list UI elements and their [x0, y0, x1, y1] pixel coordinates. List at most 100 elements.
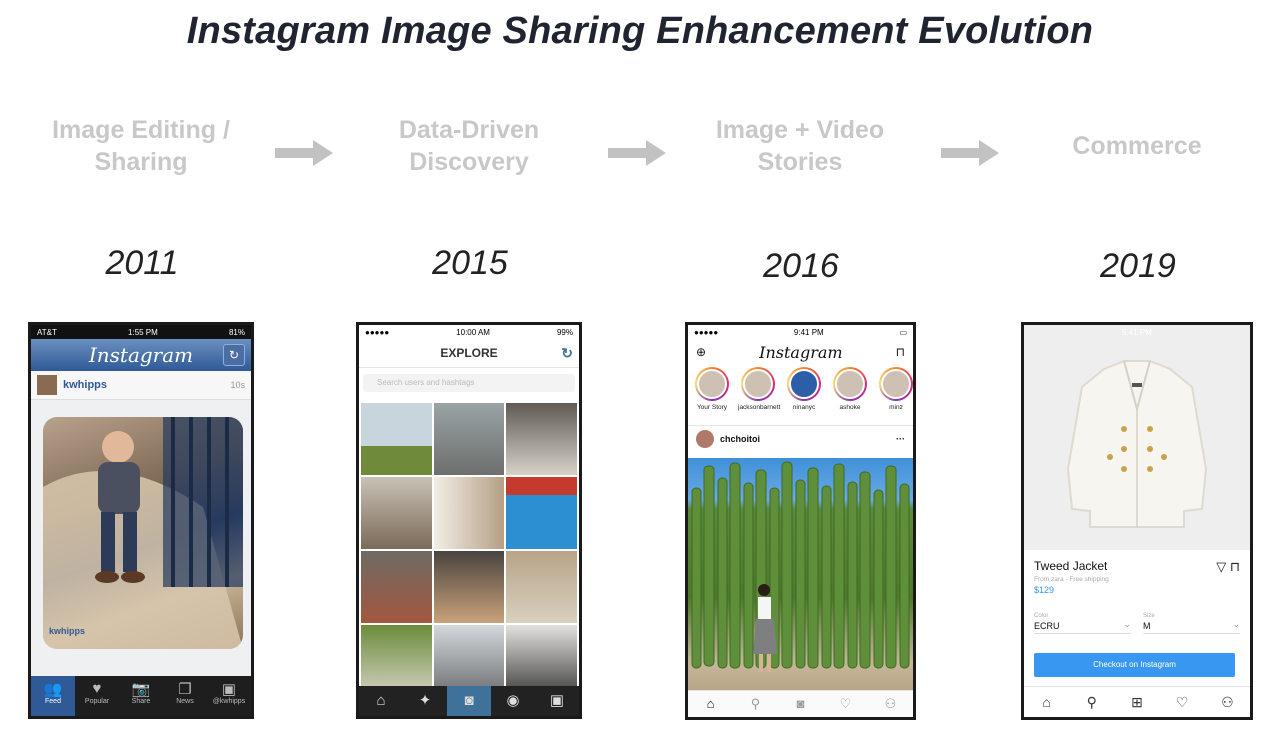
product-photo[interactable]: 9:41 PM — [1024, 325, 1250, 550]
battery-icon: ▭ — [899, 327, 907, 337]
heart-icon: ♥ — [92, 680, 102, 697]
explore-thumbnail[interactable] — [361, 477, 432, 549]
search-input[interactable]: Search users and hashtags — [363, 374, 575, 392]
clock: 9:41 PM — [793, 327, 824, 337]
tab-label: Share — [131, 698, 151, 705]
activity-bubble-icon[interactable]: ◉ — [506, 692, 520, 709]
color-select[interactable]: Color ECRU ⌄ — [1034, 613, 1131, 634]
explore-thumbnail[interactable] — [433, 403, 505, 475]
explore-title: EXPLORE — [440, 346, 498, 360]
profile-icon[interactable]: ⚇ — [884, 696, 897, 711]
camera-icon[interactable]: ◙ — [796, 696, 805, 711]
story-avatar — [741, 367, 775, 401]
profile-card-icon[interactable]: ▣ — [549, 692, 565, 709]
story-avatar — [833, 367, 867, 401]
instagram-logo: Instagram — [88, 343, 194, 367]
explore-thumbnail[interactable] — [433, 551, 505, 623]
cactus-fence-image — [691, 461, 910, 672]
post-photo[interactable] — [43, 417, 243, 649]
product-merchant: From zara · Free shipping — [1034, 576, 1109, 583]
explore-thumbnail[interactable] — [361, 625, 432, 697]
size-label: Size — [1143, 613, 1155, 619]
camera-icon: 📷 — [131, 681, 151, 698]
post-username[interactable]: kwhipps — [63, 379, 108, 391]
page-title: Instagram Image Sharing Enhancement Evol… — [186, 10, 1094, 52]
year-2016: 2016 — [763, 247, 839, 285]
post-username[interactable]: chchoitoi — [720, 434, 760, 444]
share-send-icon[interactable]: ▽ — [1216, 559, 1227, 574]
home-icon[interactable]: ⌂ — [706, 696, 715, 711]
nav-bar: Instagram ↻ — [31, 339, 251, 371]
tab-feed[interactable]: 👥Feed — [31, 676, 75, 716]
home-icon[interactable]: ⌂ — [1042, 694, 1051, 710]
heart-icon[interactable]: ♡ — [1175, 694, 1189, 710]
color-value: ECRU — [1034, 621, 1060, 631]
add-post-icon[interactable]: ⊞ — [1131, 694, 1143, 710]
explore-thumbnail[interactable] — [433, 625, 505, 697]
camera-add-icon[interactable]: ⊕ — [696, 345, 707, 359]
tab-popular[interactable]: ♥Popular — [75, 676, 119, 716]
explore-grid — [361, 403, 577, 697]
explore-thumbnail[interactable] — [506, 551, 577, 623]
more-options-icon[interactable]: ··· — [896, 434, 905, 444]
stage-label-line2: Discovery — [409, 148, 529, 176]
story-avatar — [879, 367, 913, 401]
refresh-icon[interactable]: ↻ — [223, 344, 245, 366]
story-item[interactable]: ashoke — [830, 367, 870, 423]
size-select[interactable]: Size M ⌄ — [1143, 613, 1240, 634]
story-item[interactable]: ninanyc — [784, 367, 824, 423]
profile-icon[interactable]: ⚇ — [1221, 694, 1234, 710]
explore-star-icon[interactable]: ✦ — [418, 692, 432, 709]
next-post-username[interactable]: kwhipps — [49, 626, 86, 636]
checkout-button[interactable]: Checkout on Instagram — [1034, 653, 1235, 677]
status-bar: ●●●●● 10:00 AM 99% — [359, 325, 579, 339]
tab-profile[interactable]: ▣@kwhipps — [207, 676, 251, 716]
story-item[interactable]: Your Story — [692, 367, 732, 423]
story-item[interactable]: jacksonbarnett — [738, 367, 781, 423]
story-label: jacksonbarnett — [738, 404, 781, 411]
avatar[interactable] — [696, 430, 714, 448]
tab-label: @kwhipps — [212, 698, 246, 705]
battery-level: 99% — [556, 327, 573, 337]
search-icon[interactable]: ⚲ — [750, 696, 761, 711]
story-label: ashoke — [839, 404, 861, 411]
inbox-icon[interactable]: ⊓ — [895, 345, 905, 359]
camera-icon[interactable]: ◙ — [447, 686, 491, 716]
tab-bar: ⌂ ⚲ ◙ ♡ ⚇ — [688, 690, 913, 717]
app-header: ⊕ Instagram ⊓ — [688, 339, 913, 365]
color-label: Color — [1034, 613, 1049, 619]
year-2011: 2011 — [105, 244, 179, 282]
tweed-jacket-image — [1066, 360, 1208, 528]
tab-bar: ⌂ ⚲ ⊞ ♡ ⚇ — [1024, 686, 1250, 717]
story-item[interactable]: minz — [876, 367, 913, 423]
explore-thumbnail[interactable] — [506, 403, 577, 475]
stage-label-line1: Commerce — [1072, 132, 1202, 160]
tab-news[interactable]: ❐News — [163, 676, 207, 716]
refresh-icon[interactable]: ↻ — [561, 345, 573, 361]
tab-label: Feed — [45, 698, 61, 705]
stories-tray: Your Story jacksonbarnett ninanyc ashoke… — [688, 365, 913, 426]
tab-share[interactable]: 📷Share — [119, 676, 163, 716]
explore-thumbnail[interactable] — [506, 625, 577, 697]
explore-thumbnail[interactable] — [361, 403, 432, 475]
home-icon[interactable]: ⌂ — [376, 692, 386, 709]
search-icon[interactable]: ⚲ — [1086, 694, 1097, 710]
tab-bar: 👥Feed ♥Popular 📷Share ❐News ▣@kwhipps — [31, 676, 251, 716]
explore-thumbnail[interactable] — [506, 477, 577, 549]
story-label: Your Story — [696, 404, 728, 411]
avatar[interactable] — [37, 375, 57, 395]
size-value: M — [1143, 621, 1151, 631]
year-2015: 2015 — [432, 244, 508, 282]
stage-label-line1: Image + Video — [715, 116, 885, 144]
post-photo[interactable] — [688, 458, 913, 691]
stage-label-line2: Stories — [757, 148, 843, 176]
product-options: Color ECRU ⌄ Size M ⌄ — [1034, 613, 1240, 634]
stage-label-line2: Sharing — [94, 148, 188, 176]
bookmark-icon[interactable]: ⊓ — [1229, 559, 1240, 574]
explore-thumbnail[interactable] — [361, 551, 432, 623]
story-avatar — [787, 367, 821, 401]
heart-icon[interactable]: ♡ — [839, 696, 852, 711]
explore-thumbnail[interactable] — [433, 477, 505, 549]
clock: 10:00 AM — [456, 327, 490, 337]
product-name: Tweed Jacket — [1034, 559, 1108, 573]
